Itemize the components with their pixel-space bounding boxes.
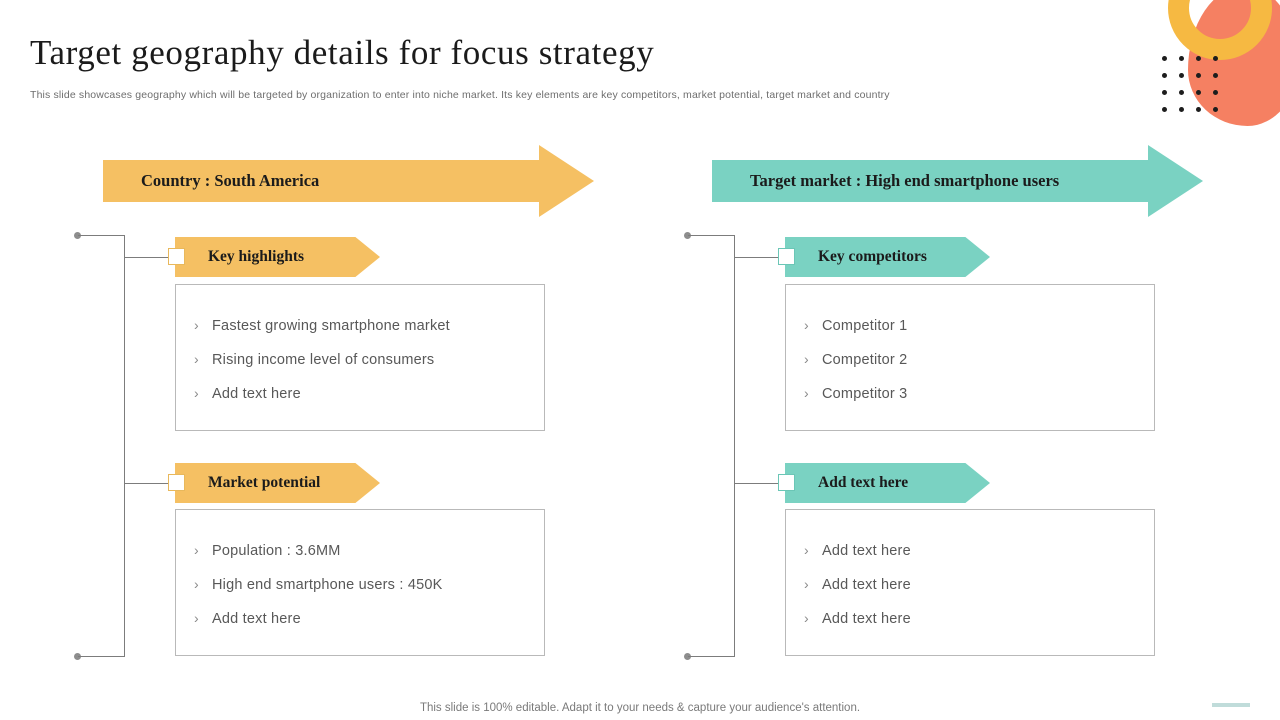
chevron-right-icon: › [804, 542, 809, 558]
tag-add-text-here[interactable]: Add text here [785, 463, 990, 503]
list-item-label: Rising income level of consumers [212, 352, 435, 368]
content-box-key-highlights: › Fastest growing smartphone market › Ri… [175, 284, 545, 431]
chevron-right-icon: › [804, 610, 809, 626]
list-item: › Competitor 3 [804, 385, 1154, 402]
tag-market-potential[interactable]: Market potential [175, 463, 380, 503]
content-box-add-text-here: › Add text here › Add text here › Add te… [785, 509, 1155, 656]
banner-bar [103, 160, 542, 202]
chevron-right-icon: › [194, 542, 199, 558]
yellow-ring-shape [1168, 0, 1272, 60]
list-item: › Add text here [804, 610, 1154, 627]
chevron-right-icon: › [194, 351, 199, 367]
chevron-right-icon: › [804, 576, 809, 592]
list-item-label: Add text here [212, 611, 301, 627]
chevron-right-icon: › [804, 317, 809, 333]
banner-arrowhead-icon [539, 145, 594, 217]
list-item: › Fastest growing smartphone market [194, 317, 544, 334]
chevron-right-icon: › [194, 317, 199, 333]
list-item-label: High end smartphone users : 450K [212, 577, 443, 593]
list-item-label: Population : 3.6MM [212, 543, 341, 559]
list-item-label: Competitor 2 [822, 352, 908, 368]
list-item-label: Add text here [822, 543, 911, 559]
tag-key-highlights[interactable]: Key highlights [175, 237, 380, 277]
content-box-market-potential: › Population : 3.6MM › High end smartpho… [175, 509, 545, 656]
list-item-label: Fastest growing smartphone market [212, 318, 450, 334]
list-item-label: Add text here [822, 611, 911, 627]
banner-bar [712, 160, 1151, 202]
list-item-label: Add text here [822, 577, 911, 593]
list-item: › Rising income level of consumers [194, 351, 544, 368]
list-item: › Add text here [194, 385, 544, 402]
page-subtitle: This slide showcases geography which wil… [30, 89, 890, 101]
tag-label: Key competitors [818, 248, 927, 265]
list-item-label: Competitor 1 [822, 318, 908, 334]
list-item-label: Add text here [212, 386, 301, 402]
chevron-right-icon: › [194, 610, 199, 626]
page-title: Target geography details for focus strat… [30, 33, 655, 72]
banner-label: Target market : High end smartphone user… [750, 171, 1060, 190]
list-item: › High end smartphone users : 450K [194, 576, 544, 593]
chevron-right-icon: › [194, 576, 199, 592]
chevron-right-icon: › [804, 351, 809, 367]
connector-node-market-potential [168, 474, 185, 491]
connector-node-add-text-here [778, 474, 795, 491]
tag-key-competitors[interactable]: Key competitors [785, 237, 990, 277]
decorative-corner-graphic [1140, 0, 1280, 150]
tag-label: Market potential [208, 474, 321, 491]
list-item: › Competitor 1 [804, 317, 1154, 334]
coral-blob-shape [1188, 0, 1280, 126]
banner-target-market: Target market : High end smartphone user… [712, 145, 1203, 217]
list-item: › Add text here [194, 610, 544, 627]
connector-node-key-competitors [778, 248, 795, 265]
accent-line-bottom-right [1212, 703, 1250, 707]
chevron-right-icon: › [194, 385, 199, 401]
banner-label: Country : South America [141, 171, 320, 190]
list-item: › Population : 3.6MM [194, 542, 544, 559]
banner-country: Country : South America [103, 145, 594, 217]
slide-footer-note: This slide is 100% editable. Adapt it to… [419, 702, 861, 714]
list-item: › Add text here [804, 542, 1154, 559]
dot-grid [1162, 56, 1230, 124]
chevron-right-icon: › [804, 385, 809, 401]
tag-label: Key highlights [208, 248, 305, 265]
content-box-key-competitors: › Competitor 1 › Competitor 2 › Competit… [785, 284, 1155, 431]
list-item-label: Competitor 3 [822, 386, 908, 402]
list-item: › Add text here [804, 576, 1154, 593]
connector-node-key-highlights [168, 248, 185, 265]
tag-label: Add text here [818, 474, 909, 491]
list-item: › Competitor 2 [804, 351, 1154, 368]
banner-arrowhead-icon [1148, 145, 1203, 217]
